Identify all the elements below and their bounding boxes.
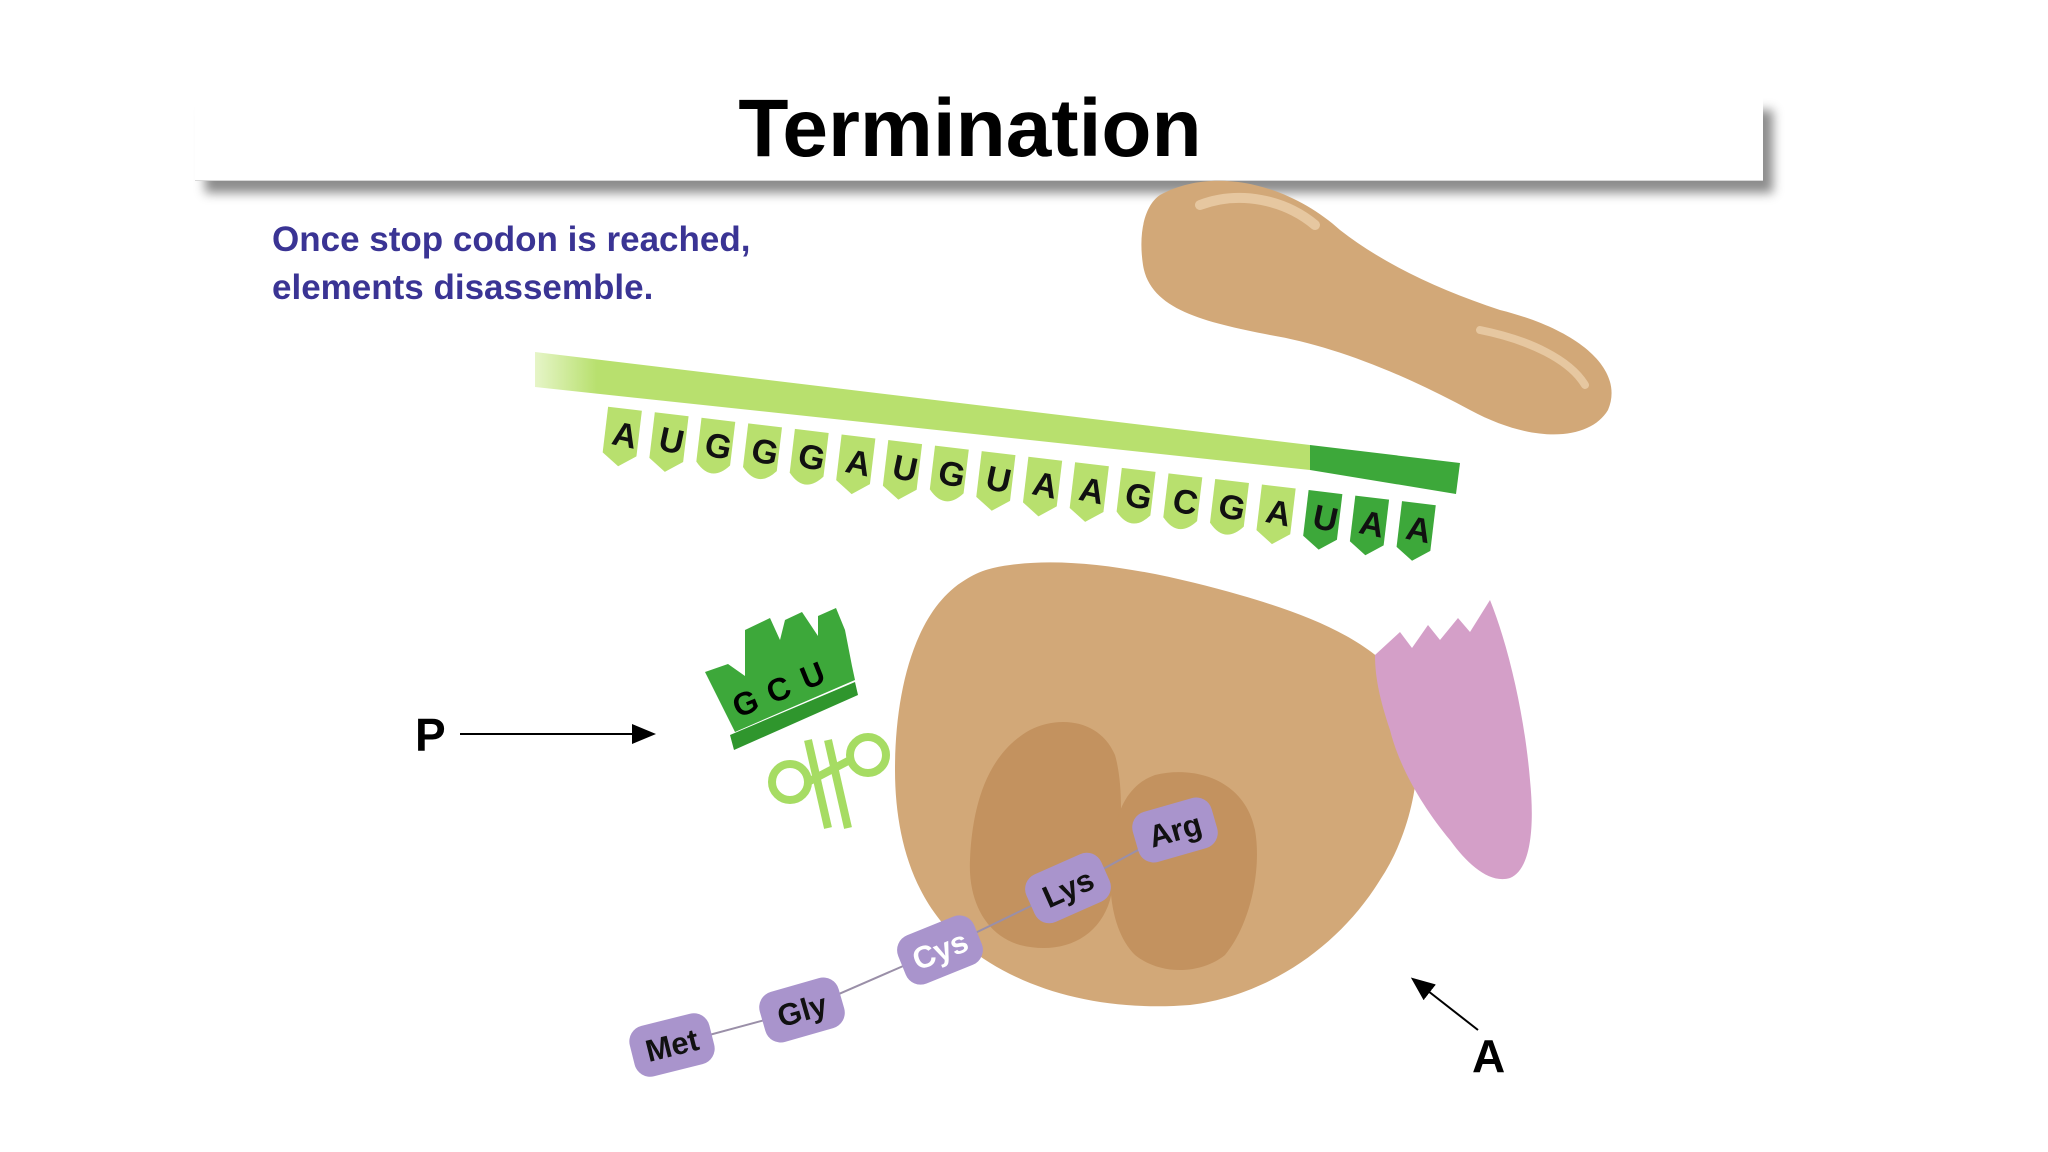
large-ribosome-subunit xyxy=(1141,180,1612,435)
codon-base xyxy=(696,417,736,474)
codon-base xyxy=(1116,467,1156,524)
codon-base xyxy=(882,440,923,500)
a-site-label: A xyxy=(1472,1030,1505,1082)
codon-base xyxy=(1210,478,1249,535)
codon-base xyxy=(1163,473,1203,530)
codon-base xyxy=(1022,456,1063,517)
codon-base xyxy=(602,406,642,467)
trna: G C U xyxy=(705,608,890,829)
caption: Once stop codon is reached, elements dis… xyxy=(272,216,832,312)
anticodon-block xyxy=(705,608,858,750)
stop-codon-base xyxy=(1396,501,1436,561)
amino-acid-bead xyxy=(1025,852,1111,924)
a-site-arrow xyxy=(1410,977,1479,1031)
release-factor xyxy=(1375,600,1532,880)
amino-acid-bead xyxy=(759,977,845,1043)
a-site-pointer: A xyxy=(1410,977,1505,1082)
slide-title: Termination xyxy=(738,83,1202,174)
trna-stem xyxy=(768,733,890,829)
codon-base xyxy=(929,445,969,502)
p-site-pointer: P xyxy=(415,709,656,761)
codon-base xyxy=(1069,462,1109,522)
amino-acid-bead xyxy=(1132,797,1218,863)
stop-codon-base xyxy=(1349,495,1390,556)
codon-base xyxy=(649,412,689,472)
codon-base xyxy=(976,451,1016,511)
caption-line-1: Once stop codon is reached, xyxy=(272,220,751,259)
codon-base xyxy=(1256,484,1296,545)
codon-base xyxy=(743,423,782,480)
p-site-label: P xyxy=(415,709,446,761)
codon-base xyxy=(789,428,829,485)
codon-base xyxy=(836,434,876,495)
stop-codon-base xyxy=(1303,490,1343,550)
amino-acid-bead xyxy=(897,915,983,985)
title-bar xyxy=(195,98,1763,181)
caption-line-2: elements disassemble. xyxy=(272,268,654,307)
amino-acid-bead xyxy=(629,1013,715,1077)
codon-teeth xyxy=(602,406,1436,561)
